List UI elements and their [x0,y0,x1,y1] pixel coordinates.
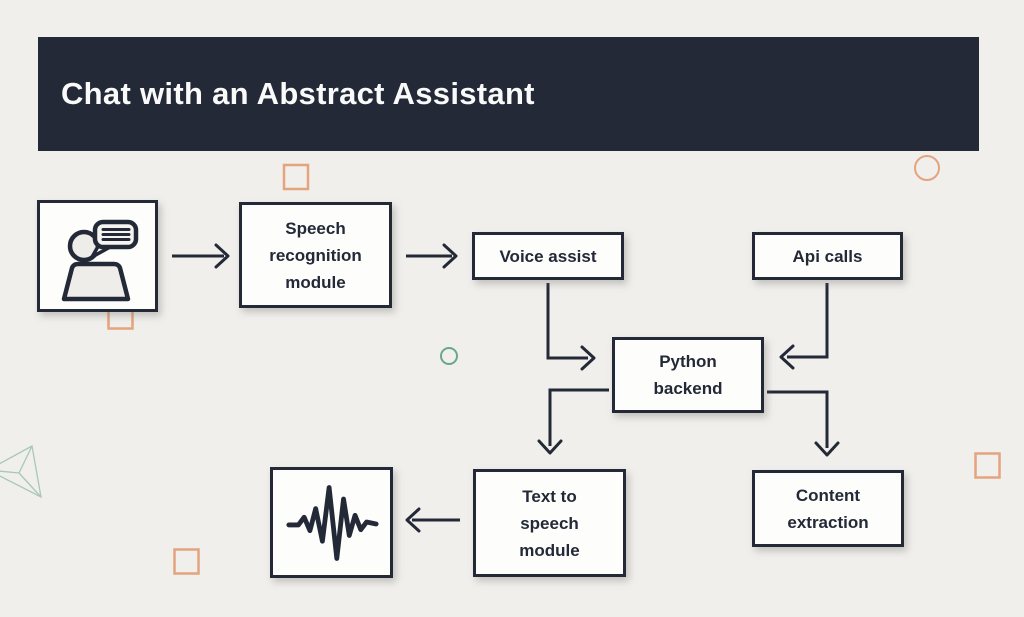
square-outline-bottom-left [173,548,200,575]
node-label-speech-recognition: Speech recognition module [269,218,362,292]
square-outline-top [282,163,310,191]
node-voice-assist: Voice assist [472,232,624,280]
arrow-speech-to-voice [406,243,458,269]
arrow-tts-to-audio [405,507,460,533]
node-label-content-extraction: Content extraction [787,485,869,532]
arrow-voice-to-python [546,283,596,371]
circle-outline-top-right [914,155,940,181]
node-label-voice-assist: Voice assist [499,246,597,266]
node-content-extraction: Content extraction [752,470,904,547]
title-banner: Chat with an Abstract Assistant [38,37,979,151]
node-speech-recognition: Speech recognition module [239,202,392,308]
node-python-backend: Python backend [612,337,764,413]
node-api-calls: Api calls [752,232,903,280]
arrow-python-to-content [767,390,840,457]
arrow-user-to-speech [172,243,230,269]
node-label-api-calls: Api calls [792,246,863,266]
circle-outline-teal [440,347,458,365]
node-label-text-to-speech: Text to speech module [519,486,580,560]
person-chat-icon [61,219,138,302]
node-audio-output [270,467,393,578]
arrow-python-to-tts [537,388,609,455]
arrow-api-to-python [779,283,829,370]
waveform-icon [285,484,379,561]
node-label-python-backend: Python backend [653,352,723,398]
square-outline-right [974,452,1001,479]
triangle-wireframe [0,444,42,499]
node-user-input [37,200,158,312]
node-text-to-speech: Text to speech module [473,469,626,577]
page-title: Chat with an Abstract Assistant [61,76,535,111]
